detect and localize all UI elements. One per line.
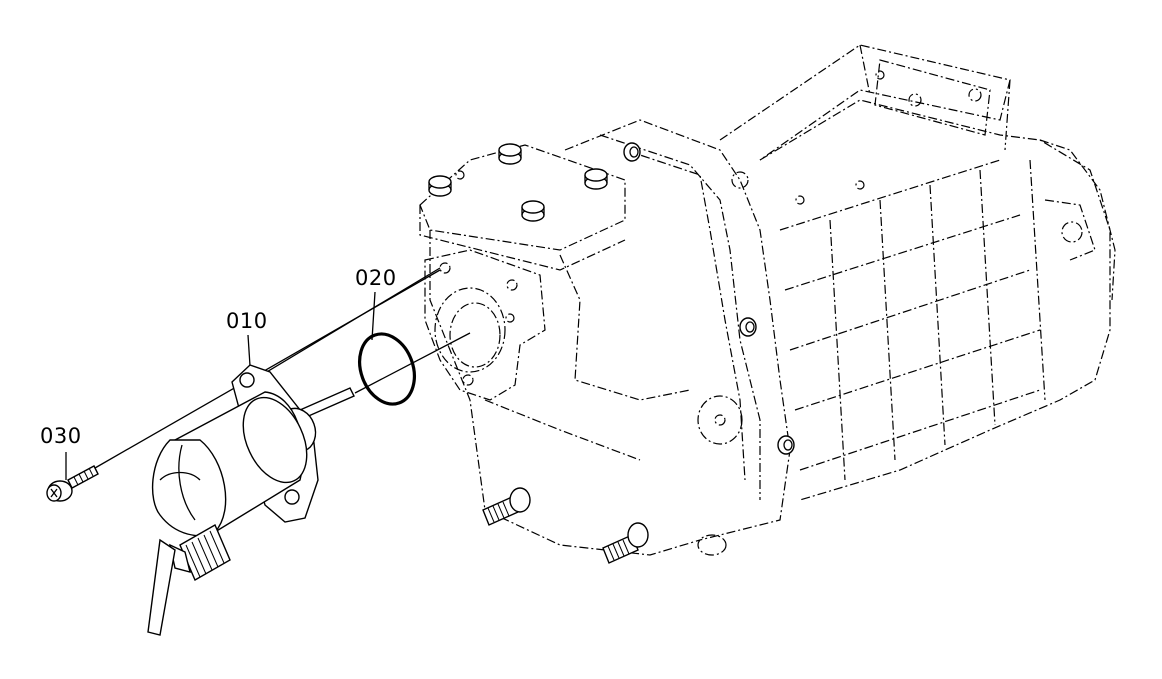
part-label-010: 010: [226, 309, 268, 333]
part-label-020: 020: [355, 266, 397, 290]
housing-studs: [482, 487, 649, 564]
bolt-part-030: [46, 465, 99, 502]
solenoid-part-010: [147, 364, 355, 636]
cover-bolts: [428, 142, 795, 455]
part-label-030: 030: [40, 424, 82, 448]
gearbox-housing: [419, 44, 1116, 556]
o-ring-part-020: [358, 332, 416, 406]
